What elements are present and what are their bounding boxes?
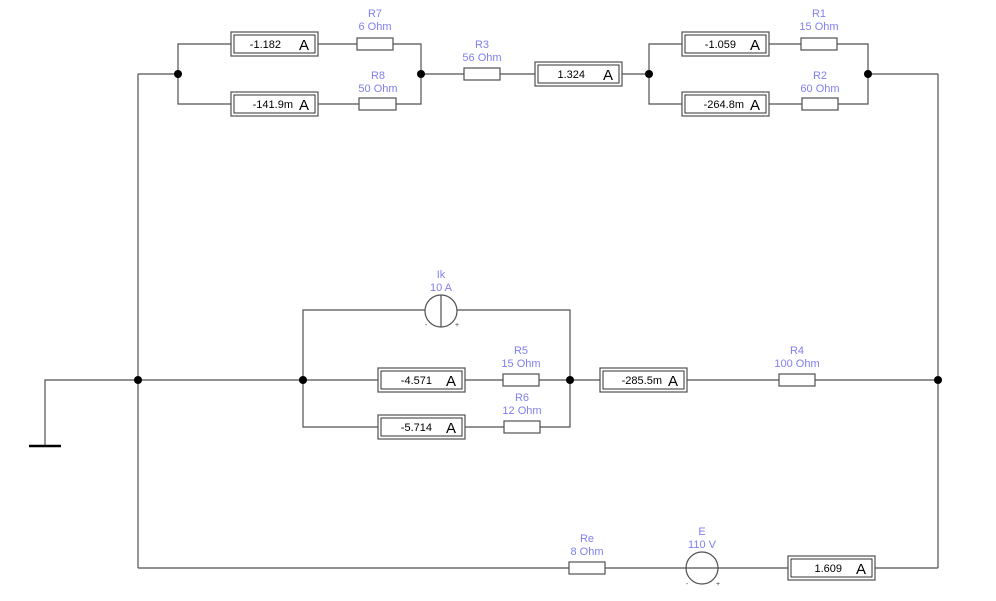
ammeter-reading: 1.609 [814, 563, 842, 575]
wire-r2-branch [648, 74, 869, 105]
ammeter-unit: A [446, 373, 456, 390]
ammeter-display [233, 94, 316, 114]
ammeter-r4[interactable]: -285.5m A [599, 367, 688, 393]
node [566, 376, 574, 384]
resistor-body [503, 420, 541, 434]
ammeter-unit: A [603, 67, 613, 84]
resistor-body [800, 37, 838, 51]
ammeter-r6[interactable]: -5.714 A [377, 414, 466, 440]
resistor-name: R5 [514, 345, 528, 357]
resistor-r1[interactable]: R1 15 Ohm [799, 8, 839, 51]
resistor-r8[interactable]: R8 50 Ohm [358, 70, 398, 111]
resistor-name: R6 [515, 392, 529, 404]
ammeter-reading: -1.059 [705, 39, 736, 51]
source-value: 10 A [430, 282, 453, 294]
node [417, 70, 425, 78]
resistor-body [568, 561, 606, 575]
polarity-minus: - [425, 322, 428, 329]
ammeter-display [233, 34, 316, 54]
ammeter-display [380, 417, 463, 437]
resistor-r7[interactable]: R7 6 Ohm [356, 8, 394, 51]
ammeter-display [537, 64, 620, 84]
node [934, 376, 942, 384]
current-source-ik[interactable]: Ik 10 A - + [424, 269, 459, 329]
node [645, 70, 653, 78]
polarity-minus: - [686, 581, 689, 588]
resistor-name: Re [580, 533, 594, 545]
ammeter-e[interactable]: 1.609 A [787, 555, 876, 581]
resistor-body [502, 373, 540, 387]
ammeter-unit: A [299, 37, 309, 54]
ammeter-reading: -5.714 [401, 422, 432, 434]
voltage-source-e[interactable]: E 110 V - + [685, 526, 720, 588]
source-value: 110 V [688, 539, 717, 551]
resistor-name: R4 [790, 345, 804, 357]
node [134, 376, 142, 384]
ammeter-reading: -141.9m [253, 99, 293, 111]
resistor-name: R2 [813, 70, 827, 82]
ammeter-unit: A [668, 373, 678, 390]
ammeter-unit: A [299, 97, 309, 114]
ammeter-reading: 1.324 [557, 69, 585, 81]
wire-r6-branch [302, 380, 571, 428]
ammeter-unit: A [446, 420, 456, 437]
resistor-r4[interactable]: R4 100 Ohm [774, 345, 820, 387]
ammeter-display [684, 34, 767, 54]
node [864, 70, 872, 78]
resistor-r5[interactable]: R5 15 Ohm [501, 345, 541, 387]
resistor-r2[interactable]: R2 60 Ohm [800, 70, 840, 111]
resistor-value: 12 Ohm [502, 405, 541, 417]
resistor-value: 60 Ohm [800, 83, 839, 95]
resistor-body [358, 97, 397, 111]
wire-r1-branch [648, 43, 869, 74]
ammeter-display [684, 94, 767, 114]
wire-r7-branch [177, 43, 422, 74]
ammeter-r8[interactable]: -141.9m A [230, 91, 319, 117]
polarity-plus: + [716, 581, 720, 588]
ammeter-r3[interactable]: 1.324 A [534, 61, 623, 87]
ammeter-unit: A [750, 97, 760, 114]
source-name: Ik [437, 269, 446, 281]
source-name: E [698, 526, 705, 538]
node [174, 70, 182, 78]
resistor-value: 15 Ohm [799, 21, 838, 33]
ammeter-reading: -1.182 [250, 39, 281, 51]
resistor-body [778, 373, 816, 387]
junction-nodes [134, 70, 942, 384]
wire-r8-branch [177, 74, 422, 105]
resistor-name: R3 [475, 39, 489, 51]
wires [44, 43, 939, 569]
wire-ground-lead [44, 379, 138, 446]
ammeter-display [790, 558, 873, 578]
resistor-name: R1 [812, 8, 826, 20]
resistor-value: 15 Ohm [501, 358, 540, 370]
ammeter-r2[interactable]: -264.8m A [681, 91, 770, 117]
resistor-r3[interactable]: R3 56 Ohm [462, 39, 502, 81]
ammeter-reading: -4.571 [401, 375, 432, 387]
resistor-name: R7 [368, 8, 382, 20]
ammeter-display [602, 370, 685, 390]
ammeter-unit: A [856, 561, 866, 578]
resistor-body [463, 67, 501, 81]
resistor-re[interactable]: Re 8 Ohm [568, 533, 606, 575]
resistor-value: 100 Ohm [774, 358, 819, 370]
resistor-value: 8 Ohm [570, 546, 603, 558]
node [299, 376, 307, 384]
resistor-r6[interactable]: R6 12 Ohm [502, 392, 542, 434]
resistor-value: 56 Ohm [462, 52, 501, 64]
ammeter-reading: -285.5m [622, 375, 662, 387]
polarity-plus: + [455, 322, 459, 329]
ammeter-reading: -264.8m [704, 99, 744, 111]
ammeter-r1[interactable]: -1.059 A [681, 31, 770, 57]
wire-ik-branch [302, 309, 571, 380]
ammeter-display [380, 370, 463, 390]
ammeter-r7[interactable]: -1.182 A [230, 31, 319, 57]
resistor-value: 6 Ohm [358, 21, 391, 33]
resistor-name: R8 [371, 70, 385, 82]
ammeter-r5[interactable]: -4.571 A [377, 367, 466, 393]
ammeter-unit: A [750, 37, 760, 54]
resistor-value: 50 Ohm [358, 83, 397, 95]
resistor-body [801, 97, 839, 111]
resistor-body [356, 37, 394, 51]
